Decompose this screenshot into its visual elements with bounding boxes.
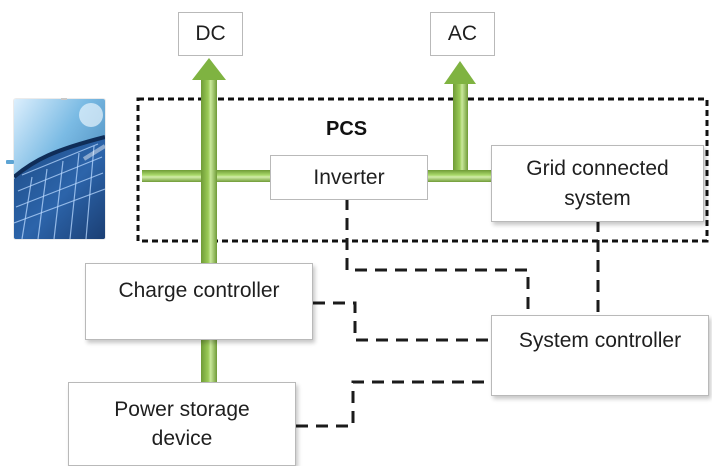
upward-arrow-icon xyxy=(444,61,476,84)
power-storage-device-label: Power storage device xyxy=(114,397,250,450)
system-controller-label: System controller xyxy=(518,329,682,352)
power-storage-device-box: Power storage device xyxy=(68,382,296,466)
ac-output-box: AC xyxy=(430,12,495,56)
dc-output-label: DC xyxy=(195,22,226,46)
panel-indicator xyxy=(6,160,14,164)
pcs-boundary xyxy=(136,97,709,243)
ac-vertical-line xyxy=(453,84,468,170)
inverter-to-system-controller-dashed xyxy=(345,198,530,318)
storage-to-system-controller-dashed xyxy=(296,380,491,428)
inverter-box: Inverter xyxy=(270,155,428,200)
pcs-label: PCS xyxy=(326,118,368,140)
inverter-label: Inverter xyxy=(313,165,385,189)
ac-output-label: AC xyxy=(447,22,478,46)
grid-connected-system-box: Grid connected system xyxy=(491,145,704,222)
charge-controller-label: Charge controller xyxy=(118,279,280,302)
grid-connected-system-label: Grid connected system xyxy=(526,157,669,210)
upward-arrow-icon xyxy=(192,58,226,80)
dc-output-box: DC xyxy=(178,12,243,56)
panel-mark xyxy=(61,98,67,100)
charge-controller-box: Charge controller xyxy=(85,263,313,340)
solar-panel-icon xyxy=(14,99,105,239)
system-controller-box: System controller xyxy=(491,315,709,396)
charge-controller-to-system-controller-dashed xyxy=(313,301,491,342)
